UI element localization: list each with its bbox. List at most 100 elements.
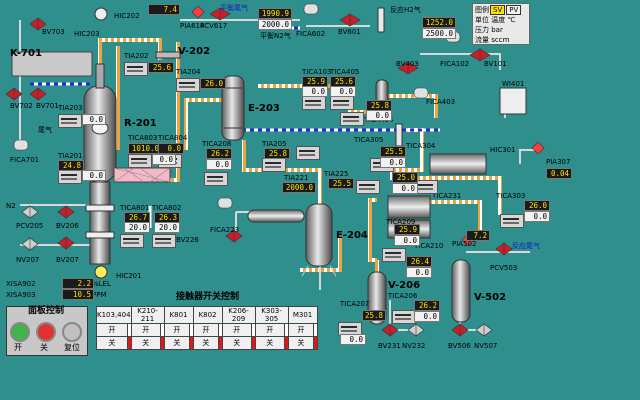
panel-reset-button[interactable]	[62, 322, 82, 342]
tag-tia205: TIA205	[262, 140, 287, 148]
tag-xisa903: XISA903	[6, 291, 36, 299]
equipment-label-v206: V-206	[388, 280, 421, 291]
contactor-close-button[interactable]: 关	[287, 336, 315, 350]
readout-xisa903: 10.5	[62, 289, 94, 300]
controller-faceplate[interactable]	[128, 154, 152, 168]
tag-reaction-tail: 反应尾气	[512, 242, 540, 250]
tag-hic203: HIC203	[74, 30, 100, 38]
tag-tail-gas: 尾气	[38, 126, 52, 134]
tag-hic202: HIC202	[114, 12, 140, 20]
controller-faceplate[interactable]	[176, 78, 200, 92]
panel-open-button[interactable]	[10, 322, 30, 342]
readout-tia205: 25.8	[264, 148, 290, 159]
controller-faceplate[interactable]	[124, 62, 148, 76]
tag-tica305: TICA305	[354, 136, 384, 144]
tag-tica210: TICA210	[414, 242, 444, 250]
readout-tia225: 25.5	[328, 178, 354, 189]
tag-tica304: TICA304	[406, 142, 436, 150]
panel-close-button[interactable]	[36, 322, 56, 342]
readout-tica305-pv: 0.0	[380, 157, 406, 168]
panel-control-title: 面板控制	[28, 306, 65, 316]
contactor-open-button[interactable]: 开	[96, 323, 128, 337]
contactor-close-button[interactable]: 关	[254, 336, 285, 350]
readout-tica206-pv: 0.0	[414, 311, 440, 322]
contactor-close-button[interactable]: 关	[130, 336, 161, 350]
controller-faceplate[interactable]	[340, 112, 364, 126]
readout-tica210-pv: 0.0	[406, 267, 432, 278]
tag-pcv205: PCV205	[16, 222, 44, 230]
contactor-close-button[interactable]: 关	[163, 336, 191, 350]
controller-faceplate[interactable]	[296, 146, 320, 160]
readout-tica208-sv: 26.2	[206, 148, 232, 159]
controller-faceplate[interactable]	[204, 172, 228, 186]
contactor-open-button[interactable]: 开	[192, 323, 220, 337]
tag-tica801: TICA801	[120, 204, 150, 212]
equipment-label-e204: E-204	[336, 230, 368, 241]
tag-tia202: TIA202	[124, 52, 149, 60]
controller-faceplate[interactable]	[302, 96, 326, 110]
readout-tica801-pv: 20.0	[124, 222, 150, 233]
contactor-close-button[interactable]: 关	[96, 336, 128, 350]
readout-pia614: 7.4	[148, 4, 180, 15]
tag-reaction-h2: 反应H2气	[390, 6, 421, 14]
tag-nv232: NV232	[402, 342, 426, 350]
tag-tica802: TICA802	[152, 204, 182, 212]
controller-faceplate[interactable]	[262, 158, 286, 172]
tag-bv703: BV703	[42, 28, 65, 36]
tag-fica701: FICA701	[10, 156, 40, 164]
exchanger-e204	[301, 203, 337, 277]
readout-tica303-sv: 26.0	[524, 200, 550, 211]
readout-tica802-pv: 20.0	[154, 222, 180, 233]
controller-faceplate[interactable]	[500, 214, 524, 228]
legend-pv: PV	[506, 5, 522, 15]
equipment-label-r201: R-201	[124, 118, 157, 129]
legend-label: 图例	[475, 6, 489, 14]
controller-faceplate[interactable]	[152, 234, 176, 248]
panel-open-label: 开	[14, 343, 22, 352]
readout-tica207-sv: 25.8	[362, 310, 386, 321]
tag-tia221: TIA221	[284, 174, 309, 182]
contactor-open-button[interactable]: 开	[254, 323, 285, 337]
tag-pia502: PIA502	[452, 240, 477, 248]
contactor-open-button[interactable]: 开	[287, 323, 315, 337]
controller-faceplate[interactable]	[330, 96, 354, 110]
readout-tica207-pv: 0.0	[340, 334, 366, 345]
readout-tica206-sv: 26.2	[414, 300, 440, 311]
readout-bal-n2-sv: 1990.9	[258, 8, 292, 19]
tag-tica207: TICA207	[340, 300, 370, 308]
controller-faceplate[interactable]	[382, 248, 406, 262]
controller-faceplate[interactable]	[356, 180, 380, 194]
contactor-open-button[interactable]: 开	[130, 323, 161, 337]
controller-faceplate[interactable]	[58, 114, 82, 128]
readout-tica305-sv: 25.5	[380, 146, 406, 157]
readout-tia201-pv: 0.0	[82, 170, 106, 181]
readout-tica231-pv: 0.0	[394, 235, 420, 246]
equipment-label-v502: V-502	[474, 292, 507, 303]
contactor-table: K103,404 K210-211 K801 K802 K206-209 K30…	[96, 306, 318, 350]
tag-fica102: FICA102	[440, 60, 470, 68]
tag-bv207: BV207	[56, 256, 79, 264]
controller-faceplate[interactable]	[58, 170, 82, 184]
tag-tia225: TIA225	[324, 170, 349, 178]
tag-tica303: TICA303	[496, 192, 526, 200]
contactor-open-button[interactable]: 开	[221, 323, 252, 337]
panel-close-label: 关	[40, 343, 48, 352]
contactor-close-button[interactable]: 关	[192, 336, 220, 350]
equipment-label-v202: V-202	[178, 46, 211, 57]
contactor-open-button[interactable]: 开	[163, 323, 191, 337]
contactor-title: 接触器开关控制	[176, 292, 240, 302]
tag-fica602: FICA602	[296, 30, 326, 38]
tag-bv206: BV206	[56, 222, 79, 230]
readout-bal-n2-pv: 2000.0	[258, 19, 292, 30]
tag-xisa902: XISA902	[6, 280, 36, 288]
contactor-close-button[interactable]: 关	[221, 336, 252, 350]
readout-tia204: 26.0	[200, 78, 226, 89]
contactor-col-header: M301	[287, 306, 318, 324]
tag-nv507: NV507	[474, 342, 498, 350]
tag-pcv617: PCV617	[200, 22, 228, 30]
controller-faceplate[interactable]	[392, 310, 416, 324]
controller-faceplate[interactable]	[120, 234, 144, 248]
